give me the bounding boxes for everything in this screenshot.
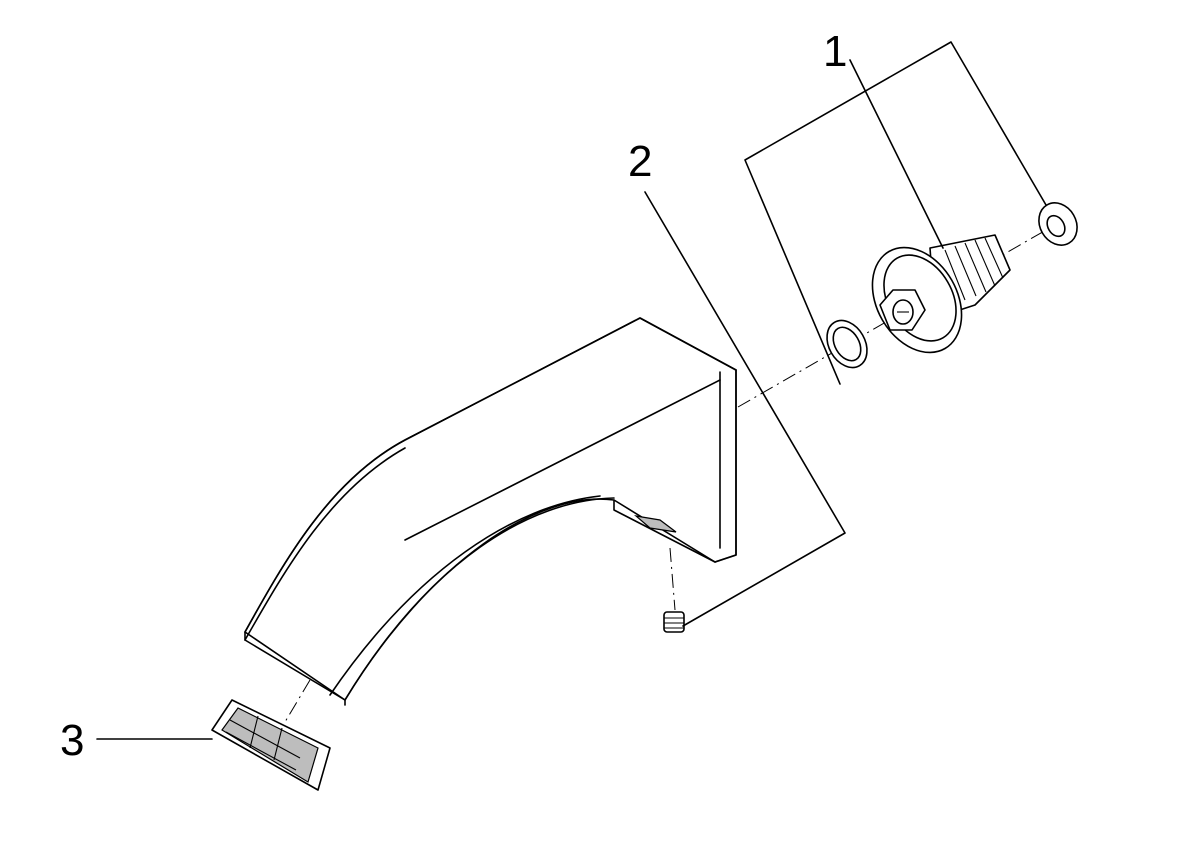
spout-body	[244, 317, 737, 706]
o-ring	[826, 319, 868, 369]
threaded-connector	[871, 234, 1011, 354]
seal-ring	[1038, 202, 1078, 246]
callout-2: 2	[628, 137, 652, 186]
aerator	[211, 699, 331, 791]
callout-3: 3	[60, 716, 84, 765]
callout-1: 1	[823, 27, 847, 76]
leader-lines	[96, 41, 1047, 740]
set-screw	[663, 611, 685, 633]
